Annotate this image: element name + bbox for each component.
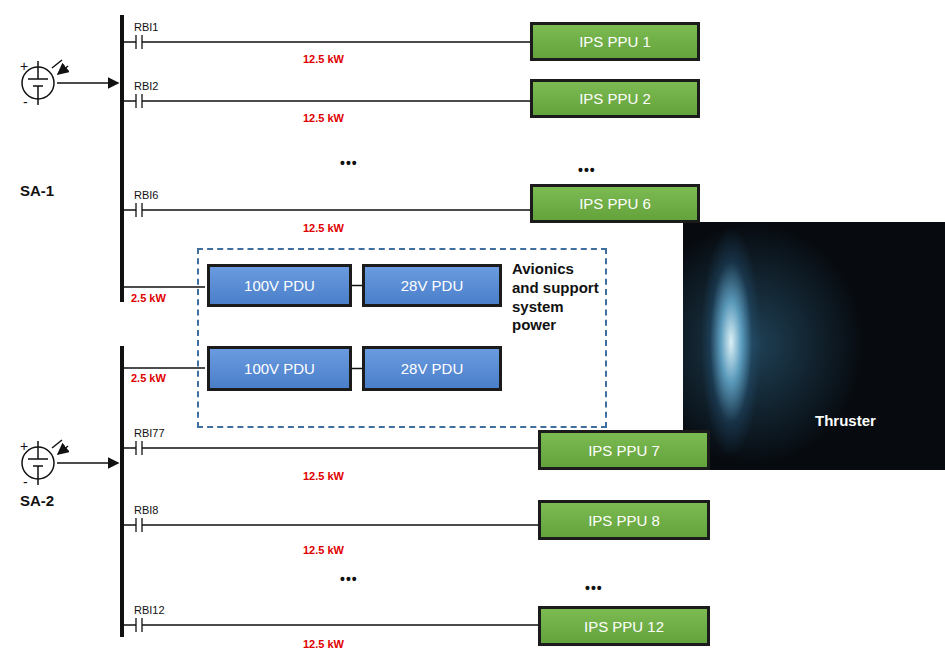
box-label: IPS PPU 7 (588, 442, 660, 459)
power-rating: 12.5 kW (303, 470, 344, 482)
ppu-box: IPS PPU 6 (530, 184, 700, 223)
polarity-sign: - (23, 474, 28, 490)
polarity-sign: + (20, 58, 28, 74)
power-rating: 12.5 kW (303, 53, 344, 65)
pdu-box: 100V PDU (207, 346, 352, 391)
breaker-symbol (122, 203, 530, 217)
pdu-box: 28V PDU (362, 264, 502, 307)
breaker-symbol (122, 35, 530, 49)
box-label: IPS PPU 12 (584, 618, 664, 635)
box-label: IPS PPU 8 (588, 512, 660, 529)
breaker-name: RBI8 (134, 504, 158, 516)
power-rating: 2.5 kW (131, 372, 166, 384)
breaker-symbol (122, 441, 538, 455)
pdu-box: 100V PDU (207, 264, 352, 307)
polarity-sign: - (23, 94, 28, 110)
box-label: IPS PPU 6 (579, 195, 651, 212)
ellipsis: ••• (340, 571, 358, 587)
solar-array-symbol (22, 440, 118, 485)
power-rating: 12.5 kW (303, 112, 344, 124)
power-rating: 12.5 kW (303, 222, 344, 234)
breaker-branches (122, 35, 538, 632)
group-title: Avionics and support system power (512, 260, 604, 335)
connector-line (352, 368, 362, 370)
power-rating: 2.5 kW (131, 292, 166, 304)
ppu-box: IPS PPU 1 (530, 22, 700, 61)
array-name: SA-2 (20, 492, 54, 509)
ppu-box: IPS PPU 12 (538, 606, 710, 646)
ppu-box: IPS PPU 7 (538, 430, 710, 470)
box-label: 28V PDU (401, 277, 464, 294)
connector-line (352, 285, 362, 287)
breaker-symbol (122, 618, 538, 632)
breaker-name: RBI2 (134, 80, 158, 92)
polarity-sign: + (20, 438, 28, 454)
solar-array-symbol (22, 60, 118, 105)
breaker-name: RBI1 (134, 21, 158, 33)
ellipsis: ••• (578, 162, 596, 178)
breaker-name: RBI12 (134, 604, 165, 616)
ppu-box: IPS PPU 8 (538, 500, 710, 540)
feed-wire (122, 367, 205, 368)
breaker-symbol (122, 94, 530, 108)
breaker-name: RBI6 (134, 189, 158, 201)
pdu-box: 28V PDU (362, 346, 502, 391)
ppu-box: IPS PPU 2 (530, 79, 700, 118)
breaker-name: RBI77 (134, 427, 165, 439)
ellipsis: ••• (585, 580, 603, 596)
bus-bar (120, 346, 124, 637)
box-label: 100V PDU (244, 360, 315, 377)
thruster-image: Thruster (683, 222, 945, 470)
bus-bar (120, 15, 124, 302)
power-rating: 12.5 kW (303, 638, 344, 650)
ellipsis: ••• (340, 155, 358, 171)
feed-wire (122, 286, 205, 287)
box-label: 100V PDU (244, 277, 315, 294)
box-label: 28V PDU (401, 360, 464, 377)
array-name: SA-1 (20, 182, 54, 199)
box-label: IPS PPU 2 (579, 90, 651, 107)
subsystem-group: Avionics and support system power 100V PD… (197, 248, 607, 428)
breaker-symbol (122, 518, 538, 532)
power-rating: 12.5 kW (303, 544, 344, 556)
box-label: IPS PPU 1 (579, 33, 651, 50)
image-caption: Thruster (815, 412, 876, 429)
